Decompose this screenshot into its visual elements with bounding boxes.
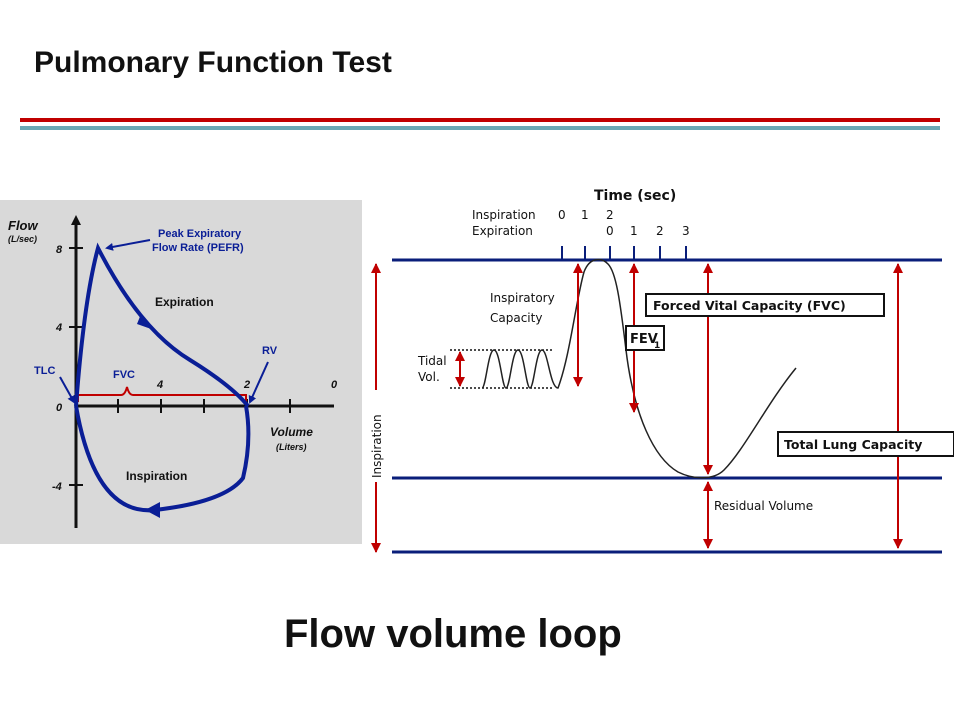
time-axis-header: Time (sec) bbox=[594, 188, 676, 204]
inspiration-label: Inspiration bbox=[126, 469, 187, 483]
vertical-inspiration-label: Inspiration bbox=[370, 414, 384, 478]
inspiration-row-label: Inspiration bbox=[472, 208, 536, 222]
tidal-label-line1: Tidal bbox=[417, 354, 447, 368]
expiration-tick-label: 0 bbox=[606, 224, 614, 238]
tlc-box-label: Total Lung Capacity bbox=[784, 437, 922, 452]
fvc-box bbox=[645, 293, 885, 317]
tidal-label-line2: Vol. bbox=[418, 370, 440, 384]
pefr-pointer bbox=[105, 239, 151, 251]
expiration-direction-arrow bbox=[137, 314, 154, 330]
spirometry-trace bbox=[481, 258, 797, 479]
tlc-pointer bbox=[59, 376, 75, 404]
flow-volume-loop-chart: Flow (L/sec) 8 4 0 -4 4 2 0 Volume (Lite… bbox=[0, 200, 362, 544]
volume-tick-label: 4 bbox=[156, 379, 163, 391]
title-divider-red bbox=[20, 118, 940, 122]
chart-panel-background bbox=[0, 200, 362, 544]
tlc-box bbox=[777, 431, 954, 457]
expiration-curve bbox=[74, 242, 250, 408]
slide-title: Pulmonary Function Test bbox=[34, 46, 392, 79]
inspiration-tick-label: 2 bbox=[606, 208, 614, 222]
inspiration-direction-arrow bbox=[145, 502, 160, 518]
title-divider-teal bbox=[20, 126, 940, 130]
pefr-label-line1: Peak Expiratory bbox=[158, 228, 242, 240]
flow-tick-label: 0 bbox=[56, 402, 63, 414]
inspiration-curve bbox=[74, 405, 251, 513]
rv-pointer bbox=[248, 361, 269, 404]
fev1-box-label: FEV bbox=[630, 332, 658, 347]
volume-axis-unit: (Liters) bbox=[276, 442, 307, 452]
volume-tick-label: 0 bbox=[331, 379, 338, 391]
expiration-row-label: Expiration bbox=[472, 224, 533, 238]
vertical-label-background bbox=[368, 390, 384, 482]
expiration-label: Expiration bbox=[155, 295, 214, 309]
expiration-tick-label: 2 bbox=[656, 224, 664, 238]
inspiratory-capacity-line1: Inspiratory bbox=[490, 291, 555, 305]
rv-label: RV bbox=[262, 345, 278, 357]
tlc-label: TLC bbox=[34, 365, 55, 377]
volume-axis-label: Volume bbox=[270, 425, 313, 439]
residual-volume-label: Residual Volume bbox=[714, 499, 813, 513]
fvc-label: FVC bbox=[113, 369, 135, 381]
spirometry-diagram: Time (sec) Inspiration Expiration 0 1 2 … bbox=[368, 188, 954, 554]
flow-tick-label: 4 bbox=[55, 322, 62, 334]
fev1-box-subscript: 1 bbox=[654, 341, 660, 351]
inspiration-tick-label: 0 bbox=[558, 208, 566, 222]
expiration-tick-label: 1 bbox=[630, 224, 638, 238]
inspiratory-capacity-line2: Capacity bbox=[490, 311, 542, 325]
flow-tick-label: -4 bbox=[52, 481, 62, 493]
fev1-box bbox=[625, 325, 665, 351]
fvc-bracket bbox=[77, 386, 247, 402]
flow-axis-unit: (L/sec) bbox=[8, 234, 37, 244]
volume-tick-label: 2 bbox=[243, 379, 250, 391]
slide-caption: Flow volume loop bbox=[284, 612, 622, 656]
expiration-tick-label: 3 bbox=[682, 224, 690, 238]
pefr-label-line2: Flow Rate (PEFR) bbox=[152, 242, 244, 254]
flow-axis-label: Flow bbox=[8, 218, 38, 233]
flow-tick-label: 8 bbox=[56, 244, 63, 256]
fvc-box-label: Forced Vital Capacity (FVC) bbox=[653, 298, 846, 313]
inspiration-tick-label: 1 bbox=[581, 208, 589, 222]
